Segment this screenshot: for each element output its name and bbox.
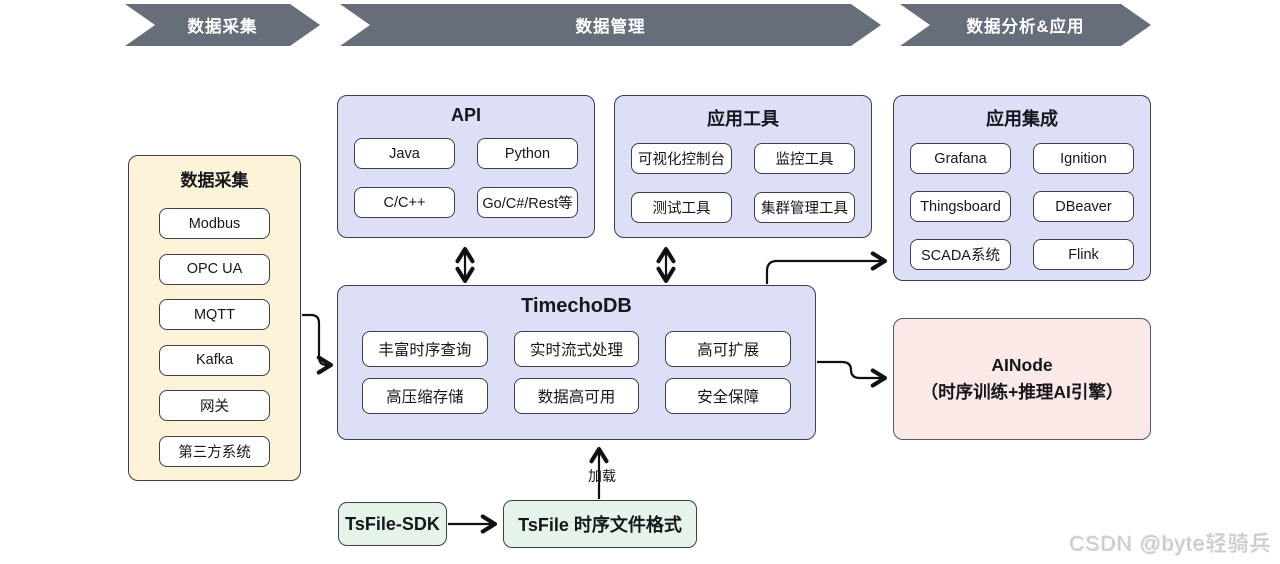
node-flink: Flink bbox=[1033, 239, 1134, 270]
panel-application-integration: 应用集成 Grafana Ignition Thingsboard DBeave… bbox=[893, 95, 1151, 281]
node-c-cpp: C/C++ bbox=[354, 187, 455, 218]
node-grafana: Grafana bbox=[910, 143, 1011, 174]
timechodb-feature-grid: 丰富时序查询 实时流式处理 高可扩展 高压缩存储 数据高可用 安全保障 bbox=[362, 331, 791, 414]
collect-item-list: Modbus OPC UA MQTT Kafka 网关 第三方系统 bbox=[129, 208, 300, 467]
banner-label: 数据采集 bbox=[187, 18, 258, 36]
banner-label: 数据管理 bbox=[575, 18, 646, 36]
node-go-csharp-rest: Go/C#/Rest等 bbox=[477, 187, 578, 218]
arrow-timechodb-ainode bbox=[817, 360, 884, 378]
node-cluster-management-tool: 集群管理工具 bbox=[754, 192, 855, 223]
panel-title: 应用工具 bbox=[707, 109, 779, 129]
node-opc-ua: OPC UA bbox=[159, 253, 270, 285]
panel-title: TimechoDB bbox=[521, 295, 632, 317]
node-scada-system: SCADA系统 bbox=[910, 239, 1011, 270]
node-java: Java bbox=[354, 138, 455, 169]
panel-title: 应用集成 bbox=[986, 109, 1058, 129]
feature-data-high-availability: 数据高可用 bbox=[513, 378, 640, 414]
node-dbeaver: DBeaver bbox=[1033, 191, 1134, 222]
panel-title: 数据采集 bbox=[180, 171, 249, 190]
ainode-subtitle: （时序训练+推理AI引擎） bbox=[920, 382, 1124, 402]
node-mqtt: MQTT bbox=[159, 299, 270, 330]
feature-high-scalability: 高可扩展 bbox=[665, 331, 791, 367]
tools-item-grid: 可视化控制台 监控工具 测试工具 集群管理工具 bbox=[631, 143, 855, 223]
api-item-grid: Java Python C/C++ Go/C#/Rest等 bbox=[354, 138, 578, 218]
tsfile-sdk-label: TsFile-SDK bbox=[345, 513, 440, 534]
panel-title: API bbox=[450, 105, 481, 125]
node-testing-tool: 测试工具 bbox=[631, 192, 732, 223]
arrow-collect-timechodb bbox=[302, 313, 330, 365]
banner-data-collection: 数据采集 bbox=[125, 4, 320, 46]
node-modbus: Modbus bbox=[159, 208, 270, 239]
feature-high-compression-storage: 高压缩存储 bbox=[362, 378, 488, 414]
node-visual-console: 可视化控制台 bbox=[631, 143, 732, 174]
banner-label: 数据分析&应用 bbox=[966, 18, 1085, 36]
node-tsfile-format: TsFile 时序文件格式 bbox=[503, 500, 697, 548]
integration-item-grid: Grafana Ignition Thingsboard DBeaver SCA… bbox=[910, 143, 1134, 270]
node-python: Python bbox=[477, 138, 578, 169]
banner-data-analysis-application: 数据分析&应用 bbox=[900, 4, 1151, 46]
panel-data-collection: 数据采集 Modbus OPC UA MQTT Kafka 网关 第三方系统 bbox=[128, 155, 301, 481]
node-thingsboard: Thingsboard bbox=[910, 191, 1011, 222]
panel-application-tools: 应用工具 可视化控制台 监控工具 测试工具 集群管理工具 bbox=[614, 95, 872, 238]
load-arrow-label: 加载 bbox=[585, 466, 619, 486]
node-kafka: Kafka bbox=[159, 344, 270, 376]
node-ignition: Ignition bbox=[1033, 143, 1134, 174]
node-gateway: 网关 bbox=[159, 390, 270, 421]
feature-rich-timeseries-query: 丰富时序查询 bbox=[362, 331, 488, 367]
tsfile-format-label: TsFile 时序文件格式 bbox=[518, 515, 682, 535]
arrow-timechodb-integration bbox=[765, 261, 884, 284]
node-monitoring-tool: 监控工具 bbox=[754, 143, 855, 174]
banner-data-management: 数据管理 bbox=[340, 4, 881, 46]
feature-security-guarantee: 安全保障 bbox=[665, 378, 791, 414]
ainode-title: AINode bbox=[991, 354, 1053, 375]
node-third-party-system: 第三方系统 bbox=[159, 435, 270, 467]
panel-timechodb: TimechoDB 丰富时序查询 实时流式处理 高可扩展 高压缩存储 数据高可用… bbox=[337, 285, 816, 440]
watermark: CSDN @byte轻骑兵 bbox=[1069, 533, 1272, 556]
node-tsfile-sdk: TsFile-SDK bbox=[338, 502, 447, 546]
panel-ainode: AINode （时序训练+推理AI引擎） bbox=[893, 318, 1151, 440]
feature-realtime-stream-processing: 实时流式处理 bbox=[513, 331, 640, 367]
panel-api: API Java Python C/C++ Go/C#/Rest等 bbox=[337, 95, 595, 238]
